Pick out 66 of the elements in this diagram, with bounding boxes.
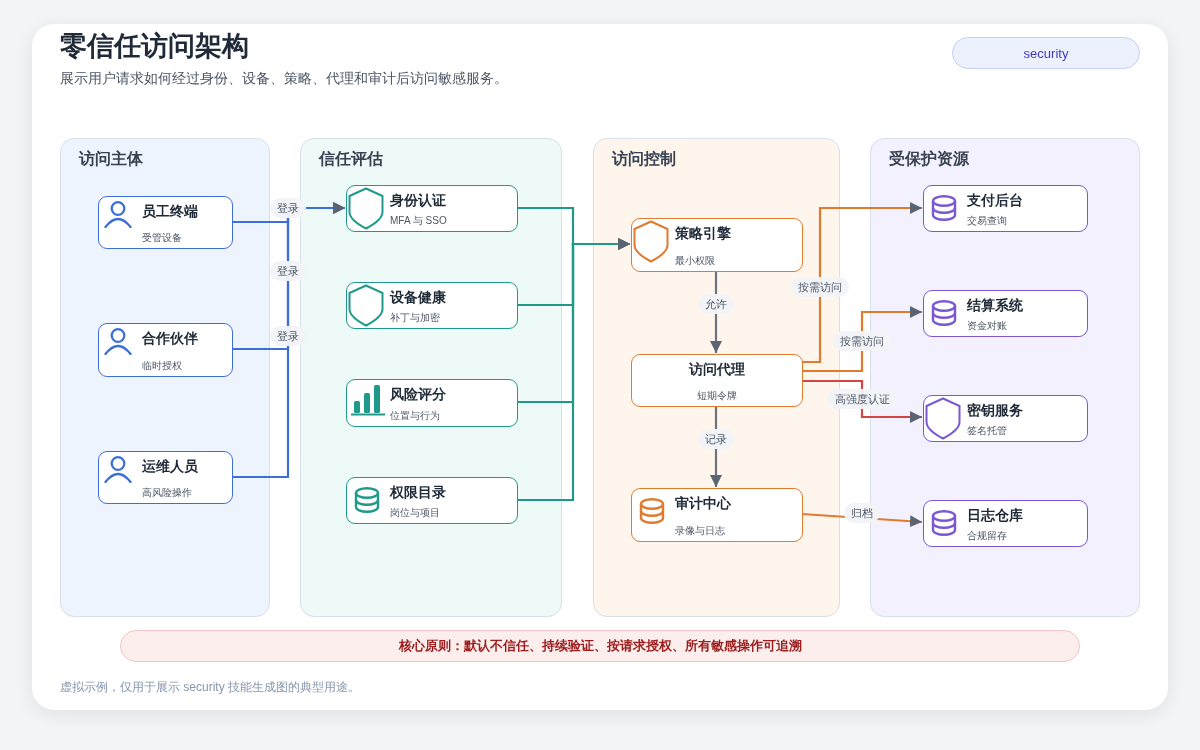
process-box: [923, 185, 1088, 232]
node-title: 策略引擎: [675, 224, 731, 242]
node-title: 员工终端: [142, 202, 198, 220]
tag-badge: security: [952, 37, 1140, 69]
edge-label: 记录: [698, 429, 734, 449]
process-box: [346, 282, 518, 329]
node-subtitle: 录像与日志: [675, 524, 725, 538]
process-box: [98, 451, 233, 504]
process-box: [631, 488, 803, 542]
node-subtitle: 交易查询: [967, 214, 1007, 228]
node-title: 访问代理: [689, 360, 745, 378]
edge-label: 登录: [270, 198, 306, 218]
subtitle: 展示用户请求如何经过身份、设备、策略、代理和审计后访问敏感服务。: [60, 69, 508, 87]
column-title: 受保护资源: [889, 149, 969, 169]
process-box: [923, 395, 1088, 442]
column-panel: [60, 138, 270, 617]
process-box: [631, 218, 803, 272]
node-subtitle: 最小权限: [675, 254, 715, 268]
node-title: 密钥服务: [967, 401, 1023, 419]
node-title: 结算系统: [967, 296, 1023, 314]
node-subtitle: 签名托管: [967, 424, 1007, 438]
process-box: [346, 477, 518, 524]
diagram-title: 零信任访问架构: [60, 30, 249, 62]
process-box: [923, 500, 1088, 547]
column-title: 访问主体: [79, 149, 143, 169]
node-subtitle: MFA 与 SSO: [390, 214, 447, 228]
node-title: 身份认证: [390, 191, 446, 209]
edge-label: 高强度认证: [827, 389, 897, 409]
edge-label: 登录: [270, 261, 306, 281]
node-subtitle: 短期令牌: [697, 389, 737, 403]
edge-label: 按需访问: [791, 277, 849, 297]
edge-label: 允许: [698, 294, 734, 314]
node-title: 日志仓库: [967, 506, 1023, 524]
node-subtitle: 岗位与项目: [390, 506, 440, 520]
node-subtitle: 补丁与加密: [390, 311, 440, 325]
edge-label: 归档: [844, 503, 880, 523]
node-subtitle: 高风险操作: [142, 486, 192, 500]
node-subtitle: 位置与行为: [390, 409, 440, 423]
process-box: [346, 379, 518, 427]
node-title: 审计中心: [675, 494, 731, 512]
process-box: [346, 185, 518, 232]
principle-banner: 核心原则：默认不信任、持续验证、按请求授权、所有敏感操作可追溯: [120, 630, 1080, 662]
node-subtitle: 受管设备: [142, 231, 182, 245]
node-subtitle: 资金对账: [967, 319, 1007, 333]
node-title: 风险评分: [390, 385, 446, 403]
flow-arrow: [802, 379, 922, 423]
flow-arrow: [802, 306, 922, 373]
column-title: 信任评估: [319, 149, 383, 169]
process-box: [923, 290, 1088, 337]
process-box: [98, 323, 233, 377]
node-title: 支付后台: [967, 191, 1023, 209]
column-panel: [300, 138, 562, 617]
column-title: 访问控制: [612, 149, 676, 169]
node-title: 合作伙伴: [142, 329, 198, 347]
node-title: 运维人员: [142, 457, 198, 475]
process-box: [98, 196, 233, 249]
edge-label: 登录: [270, 326, 306, 346]
node-title: 设备健康: [390, 288, 446, 306]
process-box: [631, 354, 803, 407]
flow-arrow: [517, 238, 630, 502]
node-subtitle: 合规留存: [967, 529, 1007, 543]
footnote: 虚拟示例，仅用于展示 security 技能生成图的典型用途。: [60, 679, 360, 696]
node-subtitle: 临时授权: [142, 359, 182, 373]
node-title: 权限目录: [390, 483, 446, 501]
flow-arrow: [802, 202, 922, 364]
edge-label: 按需访问: [833, 331, 891, 351]
